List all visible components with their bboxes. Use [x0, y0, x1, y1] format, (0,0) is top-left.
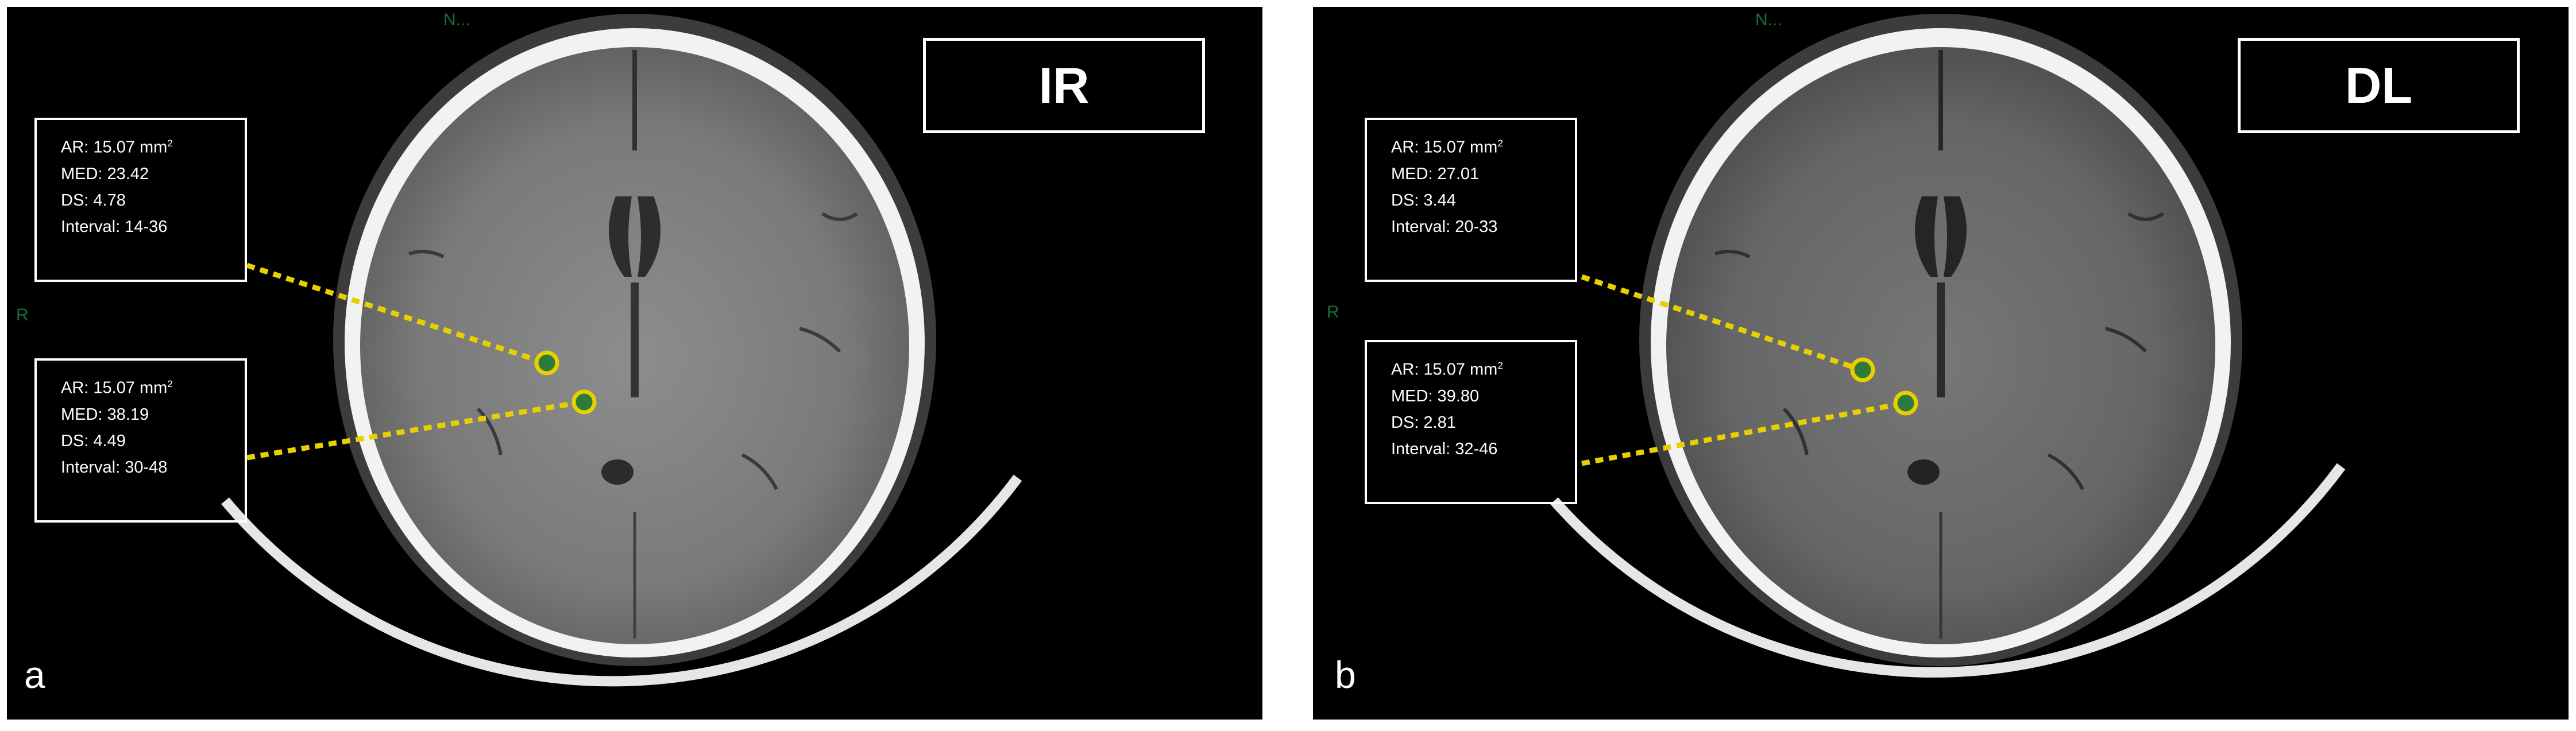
roi-median: MED: 39.80 — [1391, 386, 1480, 405]
roi-area: AR: 15.07 mm — [1391, 360, 1498, 379]
roi-circle-2[interactable] — [1893, 390, 1918, 416]
roi-circle-2[interactable] — [571, 389, 597, 415]
panel-letter: b — [1335, 653, 1356, 696]
leader-line-roi-1 — [1581, 274, 1863, 373]
roi-interval: Interval: 32-46 — [1391, 439, 1498, 458]
orientation-left-label: R — [1327, 303, 1339, 322]
roi-stats-box-2: AR: 15.07 mm2 MED: 38.19 DS: 4.49 Interv… — [34, 358, 247, 523]
ct-panel-a: N... R IR AR: 15.07 mm2 MED: 23.42 DS: 4… — [7, 7, 1262, 720]
headrest-arc — [1550, 463, 2346, 678]
panel-letter: a — [24, 653, 45, 696]
roi-area: AR: 15.07 mm — [61, 378, 168, 397]
roi-area: AR: 15.07 mm — [1391, 138, 1498, 157]
roi-circle-1[interactable] — [1850, 357, 1875, 382]
roi-interval: Interval: 20-33 — [1391, 217, 1498, 236]
reconstruction-label: IR — [1038, 57, 1090, 114]
roi-interval: Interval: 14-36 — [61, 217, 168, 236]
orientation-top-label: N... — [443, 10, 470, 29]
roi-sd: DS: 3.44 — [1391, 191, 1456, 210]
headrest-arc — [221, 474, 1022, 687]
orientation-top-label: N... — [1755, 10, 1782, 29]
roi-median: MED: 38.19 — [61, 405, 149, 424]
ct-brain-scan-image — [1550, 14, 2346, 678]
roi-stats-box-1: AR: 15.07 mm2 MED: 27.01 DS: 3.44 Interv… — [1365, 118, 1577, 282]
leader-line-roi-2 — [246, 399, 584, 461]
reconstruction-label-box: IR — [923, 38, 1205, 133]
roi-area: AR: 15.07 mm — [61, 138, 168, 157]
roi-median: MED: 27.01 — [1391, 164, 1480, 183]
roi-circle-1[interactable] — [534, 350, 559, 376]
reconstruction-label: DL — [2345, 57, 2413, 114]
orientation-left-label: R — [16, 305, 29, 324]
roi-interval: Interval: 30-48 — [61, 458, 168, 477]
lateral-ventricle — [609, 196, 632, 277]
leader-line-roi-1 — [246, 262, 547, 366]
roi-stats-box-2: AR: 15.07 mm2 MED: 39.80 DS: 2.81 Interv… — [1365, 340, 1577, 504]
lateral-ventricle — [1915, 196, 1938, 277]
ct-panel-b: N... R DL AR: 15.07 mm2 MED: 27.01 DS: 3… — [1313, 7, 2569, 720]
roi-stats-box-1: AR: 15.07 mm2 MED: 23.42 DS: 4.78 Interv… — [34, 118, 247, 282]
roi-sd: DS: 4.49 — [61, 431, 126, 450]
reconstruction-label-box: DL — [2238, 38, 2520, 133]
ct-brain-scan-image — [221, 14, 1022, 687]
roi-sd: DS: 2.81 — [1391, 413, 1456, 432]
roi-median: MED: 23.42 — [61, 164, 149, 183]
roi-sd: DS: 4.78 — [61, 191, 126, 210]
